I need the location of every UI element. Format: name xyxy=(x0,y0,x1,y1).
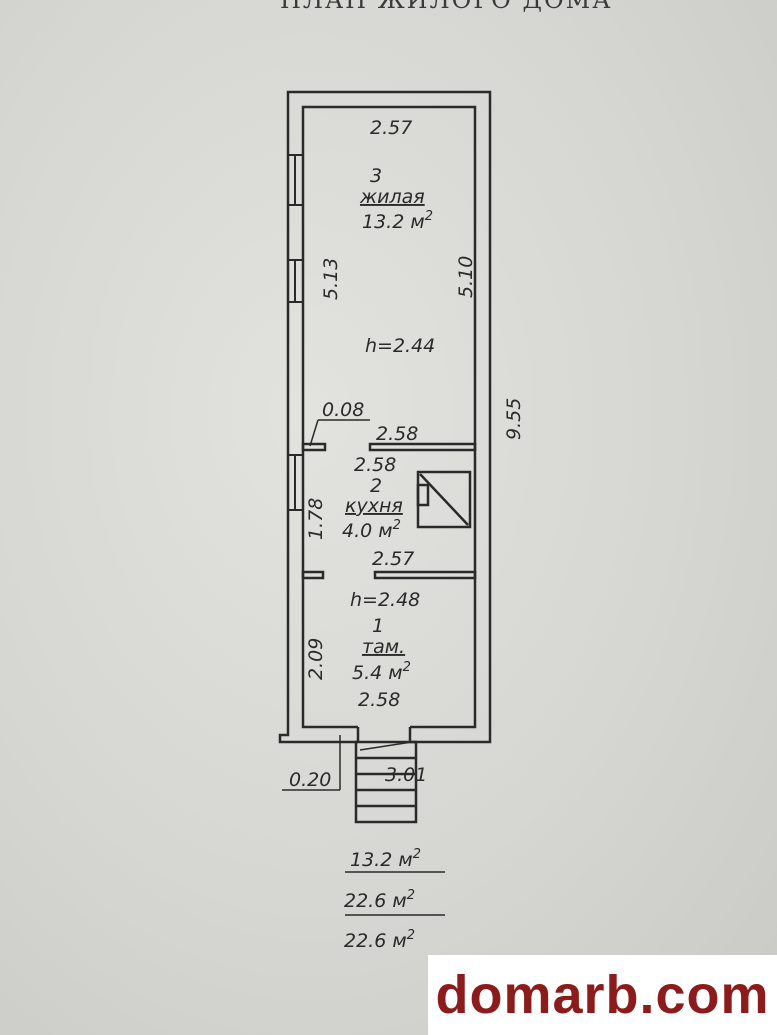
room-3-number: 3 xyxy=(370,165,382,187)
watermark-text: domarb.com xyxy=(435,965,770,1025)
room-2-area: 4.0 м2 xyxy=(342,518,401,542)
room-1-number: 1 xyxy=(372,615,384,637)
document-title: ПЛАН ЖИЛОГО ДОМА xyxy=(280,0,613,14)
room-1-name: там. xyxy=(362,636,405,658)
dim-room3-left: 5.13 xyxy=(320,258,342,300)
dim-partition1: 2.58 xyxy=(376,423,418,445)
room-3-height: h=2.44 xyxy=(365,335,435,357)
dim-wall-thickness: 0.08 xyxy=(322,399,364,421)
room-2-name: кухня xyxy=(345,495,403,517)
dim-stairs: 3.01 xyxy=(385,764,427,786)
summary-gross-area: 22.6 м2 xyxy=(344,928,415,952)
dim-total-length: 9.55 xyxy=(503,398,525,440)
dim-kitchen-left: 1.78 xyxy=(305,498,327,540)
room-2-number: 2 xyxy=(370,475,382,497)
watermark: domarb.com xyxy=(428,955,777,1035)
dim-partition2: 2.57 xyxy=(372,548,414,570)
summary-total-area: 22.6 м2 xyxy=(344,888,415,912)
stairs-icon xyxy=(354,740,418,824)
dim-top-width: 2.57 xyxy=(370,117,412,139)
summary-living-area: 13.2 м2 xyxy=(350,847,421,871)
dim-kitchen-width: 2.58 xyxy=(354,454,396,476)
walls xyxy=(278,90,492,916)
dim-vestibule-width: 2.58 xyxy=(358,689,400,711)
dim-outer-wall: 0.20 xyxy=(289,769,331,791)
dim-room3-right: 5.10 xyxy=(455,256,477,298)
room-3-name: жилая xyxy=(359,186,425,208)
dim-vestibule-left: 2.09 xyxy=(305,638,327,680)
room-3-area: 13.2 м2 xyxy=(362,209,433,233)
room-1-area: 5.4 м2 xyxy=(352,660,411,684)
room-1-height: h=2.48 xyxy=(350,589,420,611)
